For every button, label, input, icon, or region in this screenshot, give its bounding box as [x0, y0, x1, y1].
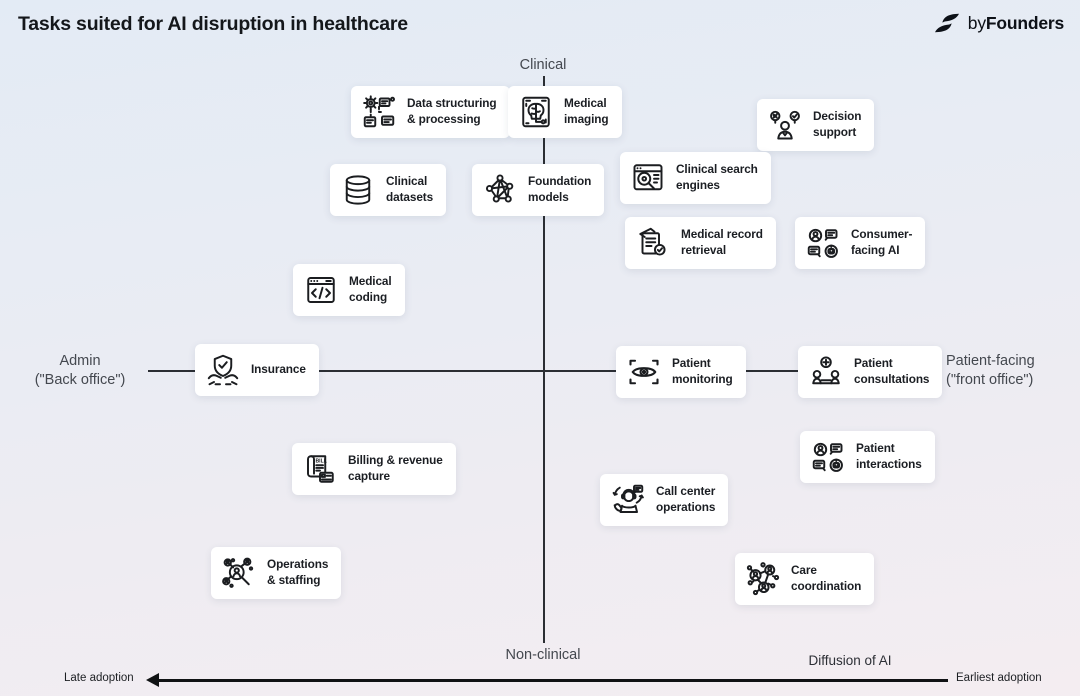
leaf-swoosh-icon — [934, 13, 959, 33]
bill-doc-icon — [301, 450, 339, 488]
task-card-label: Medical coding — [349, 274, 392, 304]
task-card-patient-consultations: Patient consultations — [798, 346, 943, 398]
horizontal-axis-line — [148, 370, 938, 372]
task-card-clinical-search: Clinical search engines — [620, 152, 771, 204]
task-card-label: Patient interactions — [856, 441, 922, 471]
gear-docs-icon — [360, 93, 398, 131]
adoption-arrow-line — [156, 678, 948, 682]
task-card-label: Patient consultations — [854, 356, 930, 386]
task-card-patient-interactions: Patient interactions — [800, 431, 935, 483]
brand-logo: byFounders — [931, 11, 1064, 35]
consultation-icon — [807, 353, 845, 391]
headset-call-icon — [609, 481, 647, 519]
adoption-arrow-head-icon — [146, 673, 159, 687]
task-card-label: Foundation models — [528, 174, 592, 204]
browser-search-icon — [629, 159, 667, 197]
axis-label-non-clinical: Non-clinical — [505, 647, 581, 663]
eye-frame-icon — [625, 353, 663, 391]
axis-label-admin-back-office: Admin ("Back office") — [34, 353, 126, 389]
vertical-axis-line — [543, 76, 545, 643]
code-window-icon — [302, 271, 340, 309]
axis-label-clinical: Clinical — [519, 57, 567, 73]
late-adoption-label: Late adoption — [64, 672, 134, 684]
task-card-label: Clinical datasets — [386, 174, 434, 204]
page-title: Tasks suited for AI disruption in health… — [18, 13, 408, 35]
task-card-label: Call center operations — [656, 484, 716, 514]
task-card-label: Medical imaging — [564, 96, 609, 126]
chat-ai-icon — [809, 438, 847, 476]
decision-person-icon — [766, 106, 804, 144]
task-card-label: Operations & staffing — [267, 557, 329, 587]
axis-label-patient-facing-front-office: Patient-facing ("front office") — [946, 353, 1035, 389]
docs-check-icon — [634, 224, 672, 262]
people-network-icon — [744, 560, 782, 598]
task-card-label: Data structuring & processing — [407, 96, 497, 126]
task-card-medical-imaging: Medical imaging — [508, 86, 622, 138]
task-card-decision-support: Decision support — [757, 99, 875, 151]
task-card-operations-staffing: Operations & staffing — [211, 547, 342, 599]
task-card-care-coordination: Care coordination — [735, 553, 875, 605]
task-card-label: Insurance — [251, 362, 306, 377]
earliest-adoption-label: Earliest adoption — [956, 672, 1042, 684]
task-card-consumer-facing-ai: Consumer- facing AI — [795, 217, 926, 269]
task-card-billing-revenue: Billing & revenue capture — [292, 443, 456, 495]
diffusion-of-ai-label: Diffusion of AI — [808, 653, 892, 668]
network-graph-icon — [481, 171, 519, 209]
task-card-foundation-models: Foundation models — [472, 164, 605, 216]
task-card-medical-record: Medical record retrieval — [625, 217, 776, 269]
task-card-data-structuring: Data structuring & processing — [351, 86, 510, 138]
database-icon — [339, 171, 377, 209]
task-card-medical-coding: Medical coding — [293, 264, 405, 316]
search-people-icon — [220, 554, 258, 592]
task-card-label: Clinical search engines — [676, 162, 758, 192]
task-card-clinical-datasets: Clinical datasets — [330, 164, 447, 216]
chat-ai-icon — [804, 224, 842, 262]
shield-hands-icon — [204, 351, 242, 389]
brain-scan-icon — [517, 93, 555, 131]
task-card-label: Medical record retrieval — [681, 227, 763, 257]
task-card-call-center: Call center operations — [600, 474, 729, 526]
task-card-label: Patient monitoring — [672, 356, 733, 386]
task-card-label: Billing & revenue capture — [348, 453, 443, 483]
brand-wordmark: byFounders — [967, 12, 1064, 33]
task-card-label: Decision support — [813, 109, 862, 139]
task-card-label: Consumer- facing AI — [851, 227, 913, 257]
task-card-insurance: Insurance — [195, 344, 319, 396]
task-card-patient-monitoring: Patient monitoring — [616, 346, 746, 398]
task-card-label: Care coordination — [791, 563, 862, 593]
